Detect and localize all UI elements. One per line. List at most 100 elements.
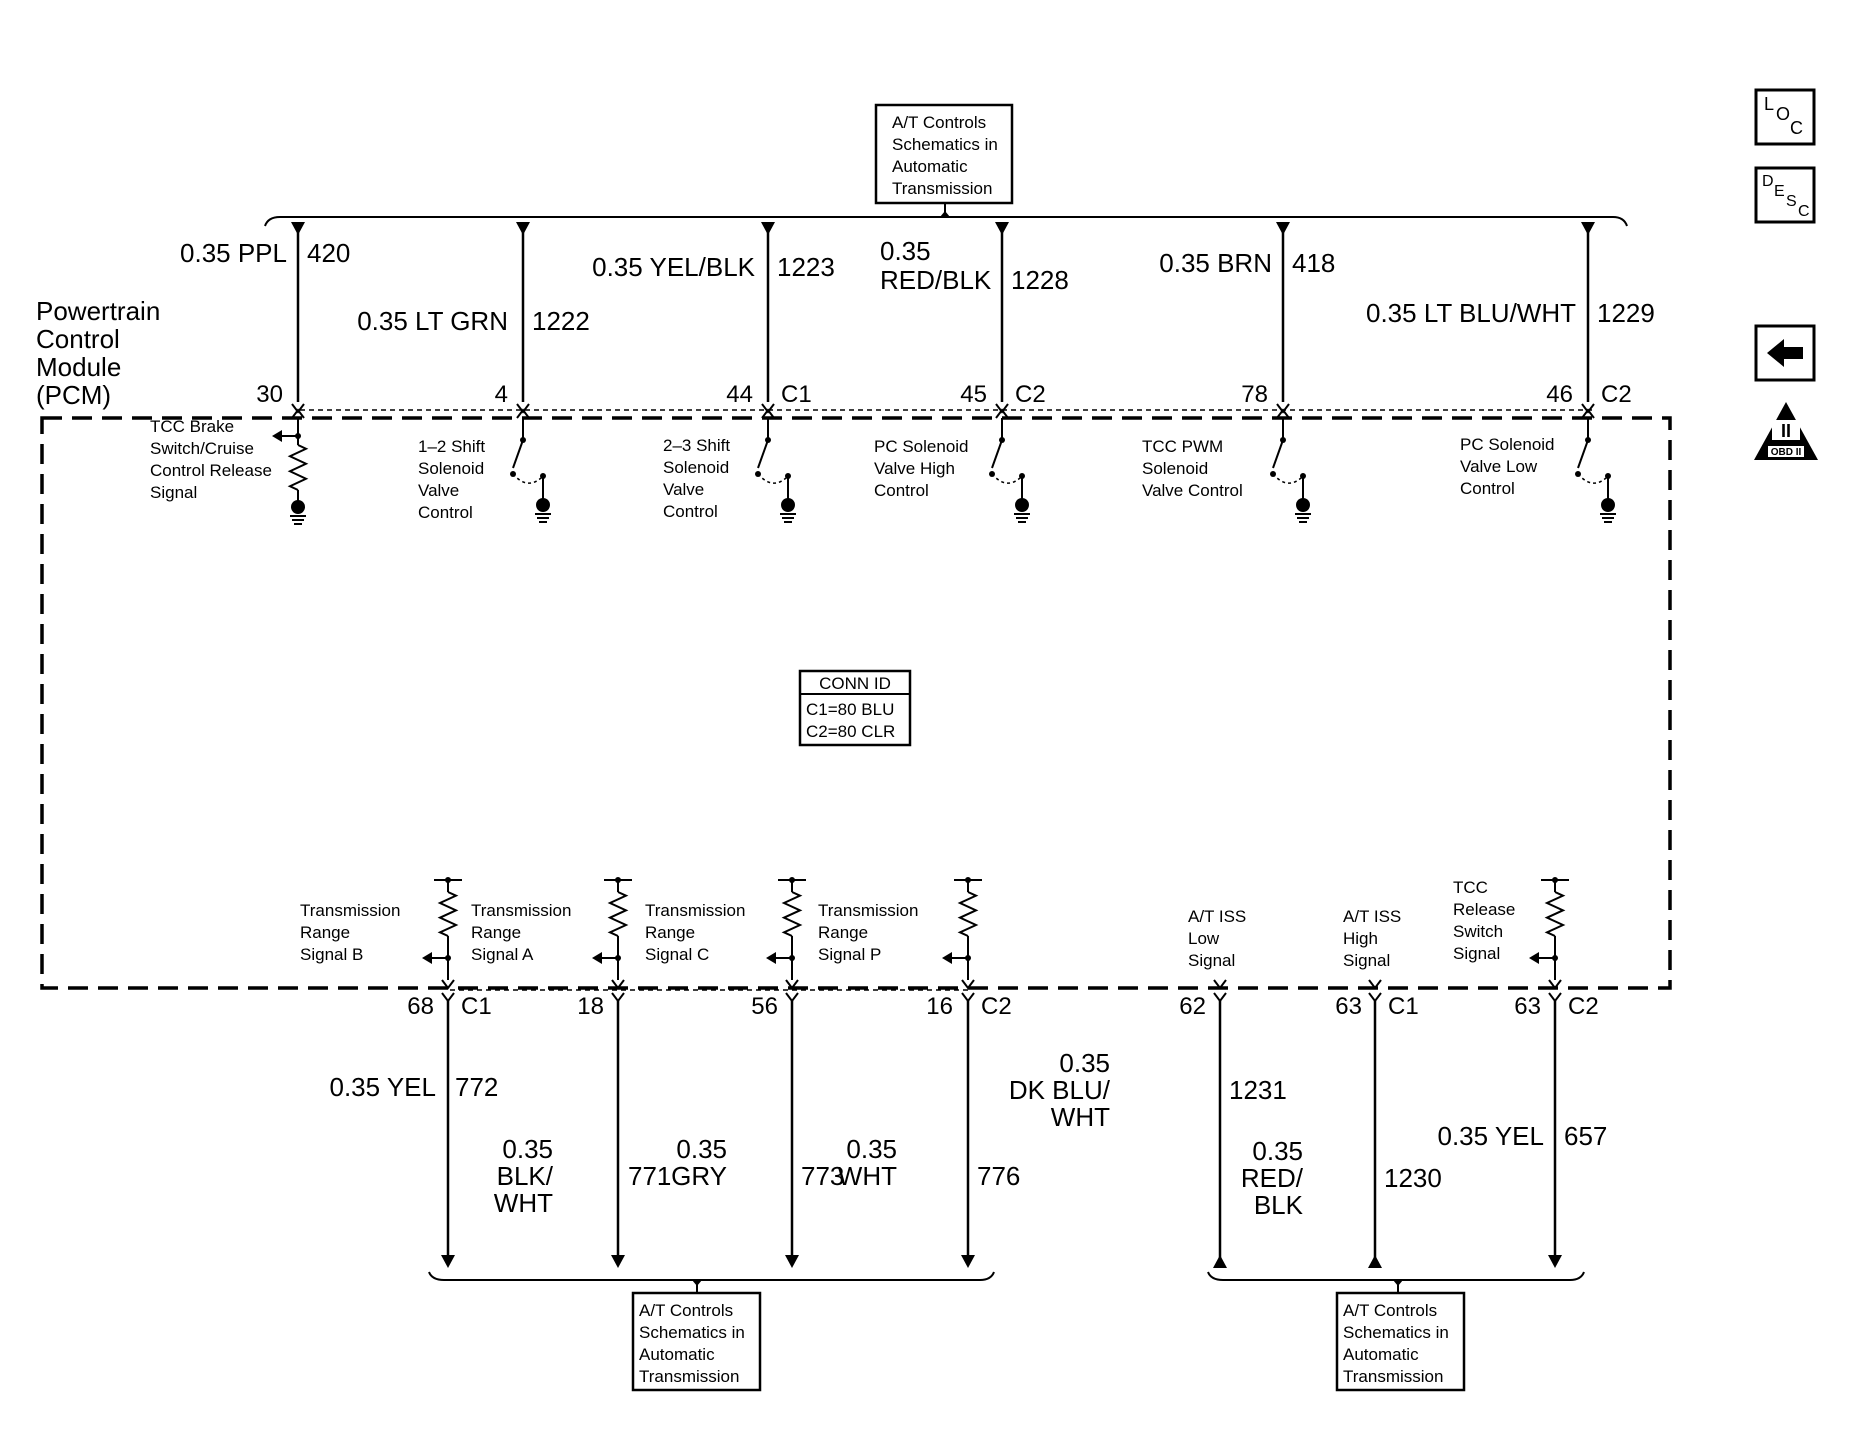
function-label: Control [418,503,473,522]
desc-icon[interactable]: D E S C [1754,166,1816,224]
function-label: Signal [1188,951,1235,970]
wire-label: 0.35 [676,1134,727,1164]
wire-label: RED/BLK [880,265,992,295]
circuit-number: 1229 [1597,298,1655,328]
function-label: Valve [663,480,704,499]
signal-arrow [272,430,282,442]
bottom-right-reference-line-2: Schematics in [1343,1323,1449,1342]
wire-arrow-772 [441,1255,455,1268]
connector-inner-45 [995,408,1009,419]
wire-arrow-1222 [516,222,530,235]
function-label: TCC [1453,878,1488,897]
circuit-number: 773 [801,1161,844,1191]
pin-number: 68 [407,993,434,1020]
pin-number: 63 [1335,993,1362,1020]
top-reference[interactable]: A/T Controls Schematics in Automatic Tra… [264,103,1628,227]
arrow-left-icon[interactable] [1754,324,1816,382]
function-label: Transmission [471,901,571,920]
wire-arrow-1231 [1213,1255,1227,1268]
wire-arrow-1230 [1368,1255,1382,1268]
bottom-left-reference[interactable]: A/T Controls Schematics in Automatic Tra… [428,1271,995,1392]
wire-arrow-657 [1548,1255,1562,1268]
bottom-left-reference-line-4: Transmission [639,1367,739,1386]
ground-symbol [1600,498,1616,523]
connector-30 [291,403,305,414]
module-label-line-1: Powertrain [36,296,160,326]
loc-icon[interactable]: L O C [1754,88,1816,146]
top-reference-line-2: Schematics in [892,135,998,154]
ground-symbol [1295,498,1311,523]
connector-inner-44 [761,408,775,419]
wire-label: WHT [494,1188,553,1218]
connector-inner-4 [516,408,530,419]
bottom-right-reference-box[interactable] [1335,1291,1466,1392]
bottom-right-reference-line-4: Transmission [1343,1367,1443,1386]
pin-number: 45 [960,381,987,408]
loc-letter-o: O [1776,104,1790,124]
function-label: PC Solenoid [874,437,969,456]
connector-78 [1276,403,1290,414]
wire-label: 0.35 [1252,1136,1303,1166]
circuit-number: 1231 [1229,1075,1287,1105]
bottom-right-reference-line-1: A/T Controls [1343,1301,1437,1320]
connector-inner-63 [1368,992,1382,1003]
connector-4 [516,403,530,414]
pin-number: 4 [495,381,508,408]
wire-label: 0.35 YEL [1437,1121,1544,1151]
bottom-right-reference[interactable]: A/T Controls Schematics in Automatic Tra… [1207,1271,1585,1392]
wire-arrow-776 [961,1255,975,1268]
pin-number: 18 [577,993,604,1020]
function-label: Control [874,481,929,500]
pin-number: 56 [751,993,778,1020]
bottom-left-reference-line-2: Schematics in [639,1323,745,1342]
resistor-symbol [781,891,803,937]
obd2-icon[interactable]: II OBD II [1754,402,1818,460]
function-label: Valve Control [1142,481,1243,500]
circuit-number: 418 [1292,248,1335,278]
connector-inner-68 [441,992,455,1003]
wire-label: 0.35 PPL [180,238,287,268]
connector-inner-78 [1276,408,1290,419]
wire-arrow-420 [291,222,305,235]
function-label: Signal [1453,944,1500,963]
top-bracket [264,216,1628,227]
wire-arrow-773 [785,1255,799,1268]
ground-symbol [290,500,306,525]
bottom-circuit-771: 0.35BLK/WHT77118TransmissionRangeSignal … [471,877,671,1268]
resistor-symbol [607,891,629,937]
connector-inner-30 [291,408,305,419]
conn-id-title: CONN ID [819,674,891,693]
function-label: Valve Low [1460,457,1538,476]
function-label: 1–2 Shift [418,437,485,456]
top-reference-line-3: Automatic [892,157,968,176]
wire-label: 0.35 LT BLU/WHT [1366,298,1576,328]
connector-68 [441,979,455,990]
circuit-number: 776 [977,1161,1020,1191]
wire-label: BLK [1254,1190,1304,1220]
connector-56 [785,979,799,990]
connector-id: C2 [1568,993,1599,1020]
wire-label: WHT [1051,1102,1110,1132]
connector-46 [1581,403,1595,414]
connector-44 [761,403,775,414]
circuit-number: 1228 [1011,265,1069,295]
connector-id: C2 [981,993,1012,1020]
function-label: TCC Brake [150,417,234,436]
circuit-number: 771 [628,1161,671,1191]
bottom-left-reference-box[interactable] [631,1291,762,1392]
circuit-number: 1230 [1384,1163,1442,1193]
wire-arrow-1229 [1581,222,1595,235]
bottom-left-reference-line-3: Automatic [639,1345,715,1364]
function-label: High [1343,929,1378,948]
signal-arrow [592,952,602,964]
obd2-label: OBD II [1771,447,1802,458]
function-label: Signal C [645,945,709,964]
switch-symbol [1272,439,1284,469]
pin-number: 30 [256,381,283,408]
